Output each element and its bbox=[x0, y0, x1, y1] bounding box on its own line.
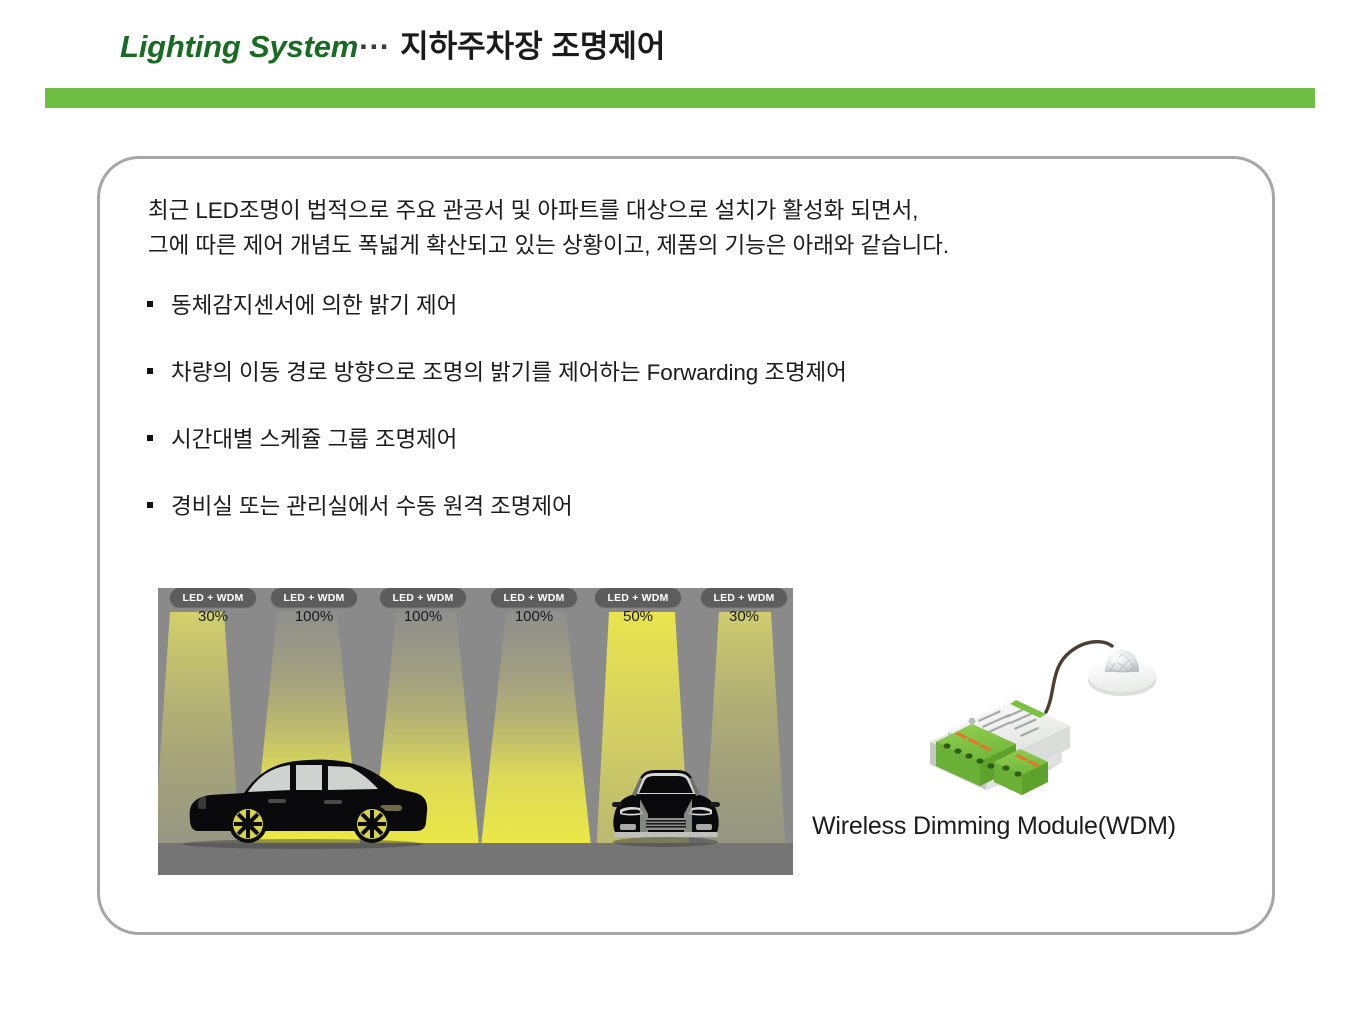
page-title-korean: 지하주차장 조명제어 bbox=[400, 29, 666, 64]
feature-list: 동체감지센서에 의한 밝기 제어 차량의 이동 경로 방향으로 조명의 밝기를 … bbox=[143, 291, 1223, 559]
list-item: 동체감지센서에 의한 밝기 제어 bbox=[143, 291, 1223, 358]
lamp-label-text: LED + WDM bbox=[607, 591, 669, 604]
car-front-view-icon bbox=[612, 770, 720, 837]
wdm-caption: Wireless Dimming Module(WDM) bbox=[812, 812, 1176, 840]
lamp-percent-text: 30% bbox=[728, 608, 760, 625]
list-item: 경비실 또는 관리실에서 수동 원격 조명제어 bbox=[143, 492, 1223, 559]
lamp-percent-text: 100% bbox=[403, 608, 443, 625]
lamp-percent-text: 100% bbox=[514, 608, 554, 625]
light-beam-6 bbox=[703, 612, 787, 875]
lamp-label-5: LED + WDM bbox=[595, 588, 681, 607]
sensor-cable bbox=[1044, 640, 1114, 714]
bullet-square-icon bbox=[147, 301, 153, 307]
list-item: 차량의 이동 경로 방향으로 조명의 밝기를 제어하는 Forwarding 조… bbox=[143, 358, 1223, 425]
lamp-percent-1: 30% bbox=[170, 608, 256, 625]
lamp-percent-5: 50% bbox=[595, 608, 681, 625]
lamp-percent-text: 100% bbox=[294, 608, 334, 625]
page-title-english: Lighting System bbox=[120, 29, 359, 64]
terminal-block-right bbox=[994, 749, 1048, 795]
list-item-label: 경비실 또는 관리실에서 수동 원격 조명제어 bbox=[171, 494, 573, 519]
list-item: 시간대별 스케쥴 그룹 조명제어 bbox=[143, 425, 1223, 492]
pir-motion-sensor bbox=[1088, 650, 1156, 696]
car-shadow bbox=[613, 837, 718, 847]
lamp-percent-3: 100% bbox=[380, 608, 466, 625]
lamp-label-text: LED + WDM bbox=[182, 591, 244, 604]
page-title: Lighting System··· 지하주차장 조명제어 bbox=[120, 28, 665, 65]
lamp-label-2: LED + WDM bbox=[271, 588, 357, 607]
lamp-label-3: LED + WDM bbox=[380, 588, 466, 607]
car-shadow bbox=[183, 839, 423, 849]
lamp-label-text: LED + WDM bbox=[503, 591, 565, 604]
bullet-square-icon bbox=[147, 368, 153, 374]
lamp-label-text: LED + WDM bbox=[283, 591, 345, 604]
lamp-percent-2: 100% bbox=[271, 608, 357, 625]
garage-shadows bbox=[158, 588, 793, 875]
list-item-label: 시간대별 스케쥴 그룹 조명제어 bbox=[171, 427, 458, 452]
lamp-label-4: LED + WDM bbox=[491, 588, 577, 607]
parking-garage-illustration: LED + WDM 30% LED + WDM 100% LED + WDM 1… bbox=[158, 588, 793, 875]
slide-header: Lighting System··· 지하주차장 조명제어 bbox=[0, 0, 1365, 110]
lamp-percent-text: 50% bbox=[622, 608, 654, 625]
lamp-percent-4: 100% bbox=[491, 608, 577, 625]
list-item-label: 동체감지센서에 의한 밝기 제어 bbox=[171, 293, 458, 318]
light-beam-4 bbox=[478, 612, 594, 875]
bullet-square-icon bbox=[147, 435, 153, 441]
car-side-view-icon bbox=[189, 759, 428, 843]
bullet-square-icon bbox=[147, 502, 153, 508]
intro-paragraph: 최근 LED조명이 법적으로 주요 관공서 및 아파트를 대상으로 설치가 활성… bbox=[148, 198, 949, 258]
lamp-percent-6: 30% bbox=[701, 608, 787, 625]
page-title-ellipsis: ··· bbox=[359, 29, 391, 64]
lamp-label-6: LED + WDM bbox=[701, 588, 787, 607]
lamp-label-text: LED + WDM bbox=[392, 591, 454, 604]
lamp-percent-text: 30% bbox=[197, 608, 229, 625]
wireless-dimming-module-photo bbox=[930, 640, 1156, 795]
beam-cone-icon bbox=[703, 612, 787, 875]
list-item-label: 차량의 이동 경로 방향으로 조명의 밝기를 제어하는 Forwarding 조… bbox=[171, 360, 847, 385]
lamp-label-1: LED + WDM bbox=[170, 588, 256, 607]
header-accent-bar bbox=[45, 88, 1315, 108]
beam-cone-icon bbox=[478, 612, 594, 875]
lamp-label-text: LED + WDM bbox=[713, 591, 775, 604]
